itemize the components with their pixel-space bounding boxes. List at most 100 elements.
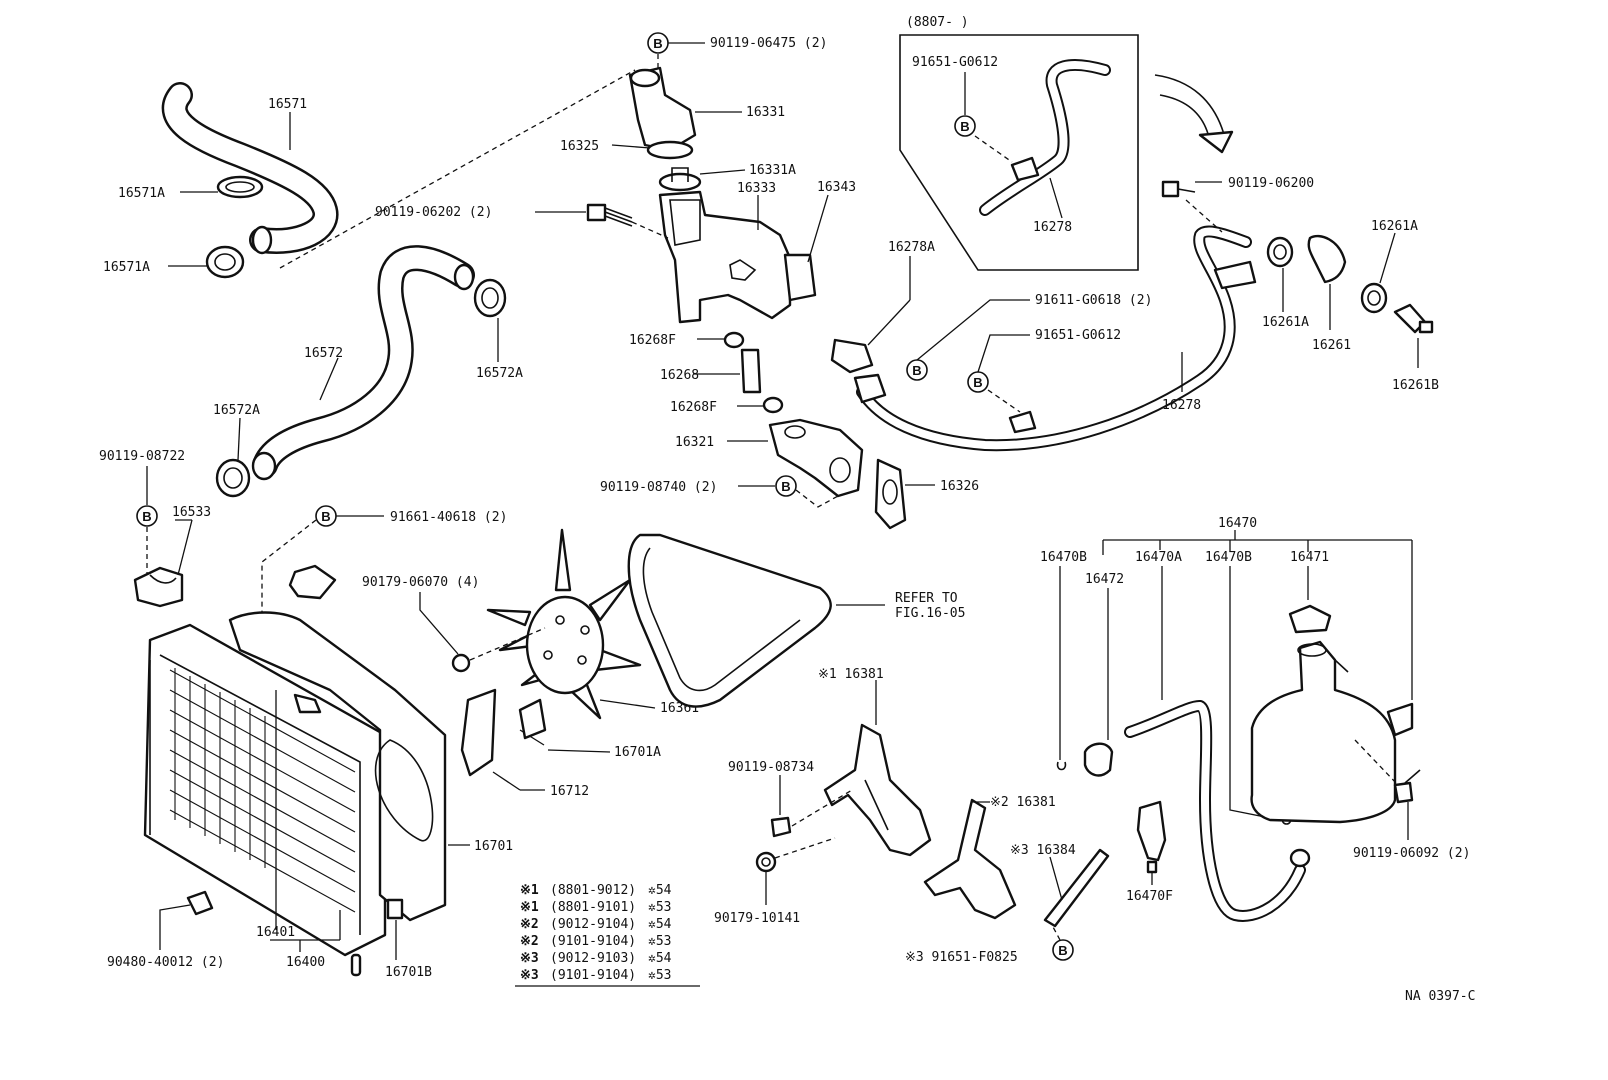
label-16333: 16333 [737,181,776,196]
label-90119-06092: 90119-06092 (2) [1353,846,1470,861]
water-bypass-pipe-16278-inset[interactable] [979,59,1111,216]
refer-note-line1: REFER TO [895,591,958,606]
water-outlet-16331[interactable] [628,66,697,152]
hose-16472[interactable] [1083,742,1114,777]
hose-clamp-16572a-lower[interactable] [215,458,251,498]
bolt-90119-06200[interactable] [1161,180,1196,198]
label-16571a-1: 16571A [118,186,165,201]
label-16268f-2: 16268F [670,400,717,415]
legend-range: (8801-9012) [550,883,636,898]
label-16261: 16261 [1312,338,1351,353]
refer-note-line2: FIG.16-05 [895,606,965,621]
shroud-clip-16701a[interactable] [518,698,547,740]
gasket-16278a[interactable] [830,338,887,404]
gasket-16343[interactable] [783,253,817,302]
hose-clamp-16571a-upper[interactable] [216,175,264,199]
bolt-marker-b: B [315,505,337,527]
label-91661-40618: 91661-40618 (2) [390,510,507,525]
gasket-16326[interactable] [874,458,907,530]
fan-bracket-16381-1[interactable] [823,723,932,857]
shroud-clip-16701b[interactable] [386,898,404,920]
label-16278a: 16278A [888,240,935,255]
clip-16470b-left[interactable] [1056,761,1067,771]
lower-radiator-hose[interactable] [251,245,475,481]
water-inlet-housing-16333[interactable] [658,190,792,324]
label-16572a-2: 16572A [213,403,260,418]
label-16470: 16470 [1218,516,1257,531]
radiator-16400[interactable] [143,623,387,957]
o-ring-16268f-upper[interactable] [723,331,745,349]
hose-clamp-16572a-upper[interactable] [473,278,507,318]
legend-mark: ※2 [520,917,539,932]
bolt-90119-06092[interactable] [1393,769,1421,804]
label-16470b-1: 16470B [1040,550,1087,565]
legend-code: ✲53 [648,900,671,915]
hose-clamp-16261a-left[interactable] [1266,236,1294,268]
bolt-marker-b: B [775,475,797,497]
label-90119-08740: 90119-08740 (2) [600,480,717,495]
overflow-hose-16470a[interactable] [1124,700,1311,922]
bolt-marker-b: B [906,359,928,381]
label-16701: 16701 [474,839,513,854]
nut-90179-10141[interactable] [755,851,777,873]
label-16321: 16321 [675,435,714,450]
label-90480-40012: 90480-40012 (2) [107,955,224,970]
date-range-box-label: (8807- ) [906,15,969,30]
reservoir-cap-16471[interactable] [1288,604,1332,634]
label-90119-06200: 90119-06200 [1228,176,1314,191]
label-16278: 16278 [1162,398,1201,413]
label-16331: 16331 [746,105,785,120]
bracket-16470f[interactable] [1136,800,1167,874]
label-16261b: 16261B [1392,378,1439,393]
label-16470f: 16470F [1126,889,1173,904]
label-16533: 16533 [172,505,211,520]
v-belt[interactable] [627,533,832,708]
hose-clamp-16261a-right[interactable] [1360,282,1388,314]
label-16401: 16401 [256,925,295,940]
bolt-90119-06202[interactable] [586,203,633,227]
nut-90179-06070[interactable] [451,653,471,673]
legend-mark: ※1 [520,900,539,915]
o-ring-16268f-lower[interactable] [762,396,784,414]
water-bypass-joint-16321[interactable] [768,418,864,498]
hose-bracket-16533[interactable] [133,566,184,608]
cooling-fan-16361[interactable] [486,528,642,720]
drain-plug-90480-40012[interactable] [186,890,214,916]
bolt-marker-b: B [967,371,989,393]
fan-bracket-16381-2[interactable] [923,798,1017,920]
svg-text:B: B [142,509,151,524]
label-16571: 16571 [268,97,307,112]
label-16343: 16343 [817,180,856,195]
legend-range: (9101-9104) [550,968,636,983]
thermostat-16331a[interactable] [658,167,702,192]
bolt-marker-b: B [954,115,976,137]
shroud-bracket-16712[interactable] [460,688,497,777]
fan-shroud-16701[interactable] [228,611,447,922]
radiator-cap-16401[interactable] [288,564,337,600]
upper-radiator-hose[interactable] [161,82,339,255]
label-16384: ※3 16384 [1010,843,1076,858]
label-16470a: 16470A [1135,550,1182,565]
coolant-reservoir-16470[interactable] [1250,640,1414,824]
gasket-16325[interactable] [646,140,694,160]
label-16572: 16572 [304,346,343,361]
water-temp-sensor-16261b[interactable] [1393,303,1434,334]
bolt-90119-08734[interactable] [770,816,792,838]
water-bypass-pipe-16278[interactable] [856,225,1257,452]
svg-text:B: B [321,509,330,524]
svg-text:B: B [781,479,790,494]
label-16261a-2: 16261A [1371,219,1418,234]
direction-arrow [1154,74,1234,154]
brace-16384[interactable] [1043,848,1110,928]
label-16325: 16325 [560,139,599,154]
hose-clamp-16571a-lower[interactable] [205,245,245,279]
label-90119-06475: 90119-06475 (2) [710,36,827,51]
label-16381-2: ※2 16381 [990,795,1056,810]
legend-code: ✲54 [648,951,672,966]
label-90119-06202: 90119-06202 (2) [375,205,492,220]
pipe-16268[interactable] [740,348,762,394]
bolt-marker-b: B [1052,939,1074,961]
hose-16261[interactable] [1307,234,1347,284]
label-16712: 16712 [550,784,589,799]
label-16326: 16326 [940,479,979,494]
